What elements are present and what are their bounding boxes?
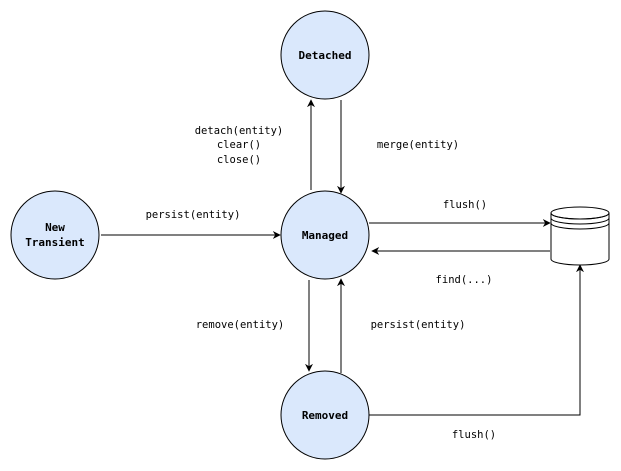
label-detach-line3: close()	[217, 154, 261, 166]
database-icon	[550, 206, 610, 266]
edge-flush-removed	[369, 264, 584, 416]
database-body	[550, 213, 610, 266]
database-ring-1	[550, 212, 610, 220]
state-removed-shape	[280, 370, 370, 460]
label-detach-line1: detach(entity)	[195, 125, 284, 137]
database-ring-3	[550, 222, 610, 230]
state-managed: Managed	[280, 190, 370, 280]
label-persist-removed: persist(entity)	[371, 319, 466, 331]
state-detached: Detached	[280, 10, 370, 100]
label-detach-line2: clear()	[217, 139, 261, 151]
state-managed-shape	[280, 190, 370, 280]
state-managed-label: Managed	[302, 229, 348, 242]
state-new-transient-label-line2: Transient	[25, 236, 85, 249]
label-persist-new: persist(entity)	[146, 209, 241, 221]
label-remove: remove(entity)	[196, 319, 285, 331]
label-merge: merge(entity)	[377, 139, 459, 151]
label-flush-managed: flush()	[443, 199, 487, 211]
state-new-transient: New Transient	[10, 190, 100, 280]
state-detached-shape	[280, 10, 370, 100]
edges	[101, 99, 584, 416]
label-flush-removed: flush()	[452, 429, 496, 441]
database-ring-2	[550, 217, 610, 225]
state-new-transient-shape	[10, 190, 100, 280]
state-removed-label: Removed	[302, 409, 348, 422]
state-new-transient-label-line1: New	[45, 221, 65, 234]
state-removed: Removed	[280, 370, 370, 460]
state-detached-label: Detached	[299, 49, 352, 62]
edge-labels: detach(entity) clear() close() merge(ent…	[146, 125, 497, 441]
label-find: find(...)	[436, 274, 493, 286]
